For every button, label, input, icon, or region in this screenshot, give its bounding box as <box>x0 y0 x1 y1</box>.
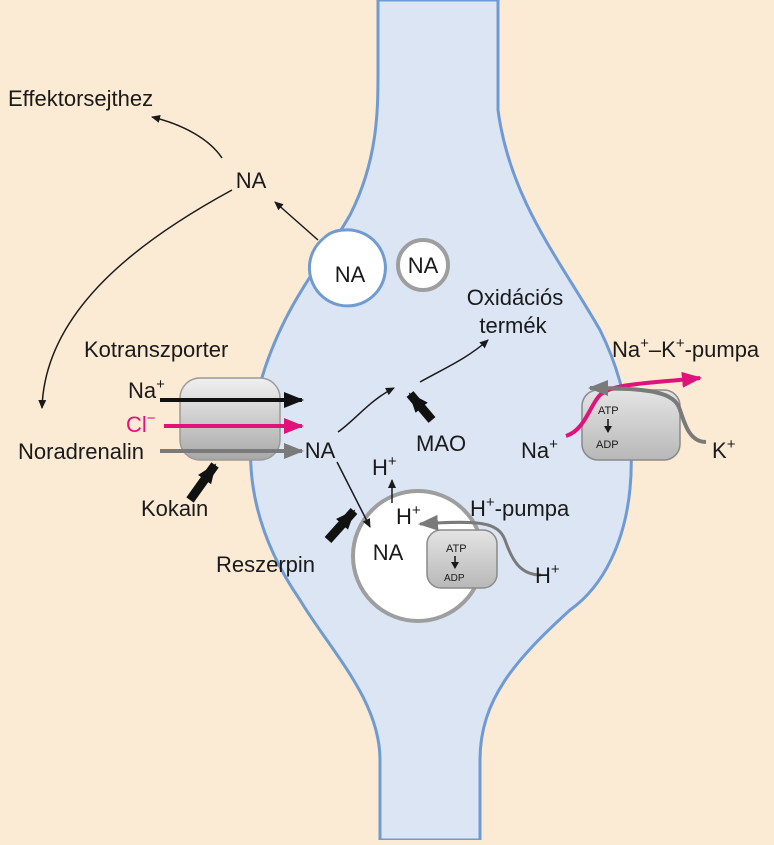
h-pump-atp: ATP <box>446 543 467 555</box>
k-influx-arrow <box>588 380 707 444</box>
mao-arrow <box>406 391 436 423</box>
na-vesicle-label: NA <box>373 540 404 565</box>
to-effector-arrow <box>151 114 223 159</box>
h-in-vesicle-label: H+ <box>396 502 421 529</box>
h-pump-flux-arrow <box>418 514 542 577</box>
h-pump-adp: ADP <box>444 573 465 584</box>
storage-vesicle <box>396 238 450 292</box>
noradrenalin-label: Noradrenalin <box>18 439 144 464</box>
cotransporter <box>179 377 281 461</box>
exo-na-label: NA <box>335 262 366 287</box>
reuptake-curve-arrow <box>38 189 233 409</box>
na-k-pump-label: Na+–K+-pumpa <box>612 335 760 362</box>
kokain-label: Kokain <box>141 496 208 521</box>
to-mao-arrow <box>337 387 395 433</box>
na-k-pump-atp: ATP <box>598 405 619 417</box>
k-extracellular-label: K+ <box>712 436 736 463</box>
mao-label: MAO <box>416 431 466 456</box>
reszerpin-arrow <box>324 507 358 544</box>
h-pump-h-label: H+ <box>535 561 560 588</box>
vesicle-uptake-arrow <box>336 461 371 528</box>
kokain-block-arrow <box>186 462 219 503</box>
na-cytosol-label: NA <box>305 438 336 463</box>
vesicle-na-label: NA <box>408 253 439 278</box>
reszerpin-label: Reszerpin <box>216 552 315 577</box>
cotransporter-label: Kotranszporter <box>84 337 228 362</box>
cl-ion-label: Cl− <box>126 410 156 437</box>
oxidation-label-2: termék <box>479 313 547 338</box>
effector-label: Effektorsejthez <box>8 86 153 111</box>
release-arrow <box>274 201 319 241</box>
h-pump <box>426 529 498 589</box>
h-out-label: H+ <box>372 453 397 480</box>
na-ion-label: Na+ <box>128 376 165 403</box>
exocytosis-vesicle <box>307 228 387 308</box>
nerve-terminal <box>249 0 633 842</box>
na-extracellular-label: NA <box>236 168 267 193</box>
na-k-pump-adp: ADP <box>596 439 619 451</box>
na-intracellular-label: Na+ <box>521 436 558 463</box>
h-pump-label: H+-pumpa <box>470 494 570 521</box>
to-oxidation-arrow <box>419 339 489 383</box>
oxidation-label-1: Oxidációs <box>467 285 564 310</box>
